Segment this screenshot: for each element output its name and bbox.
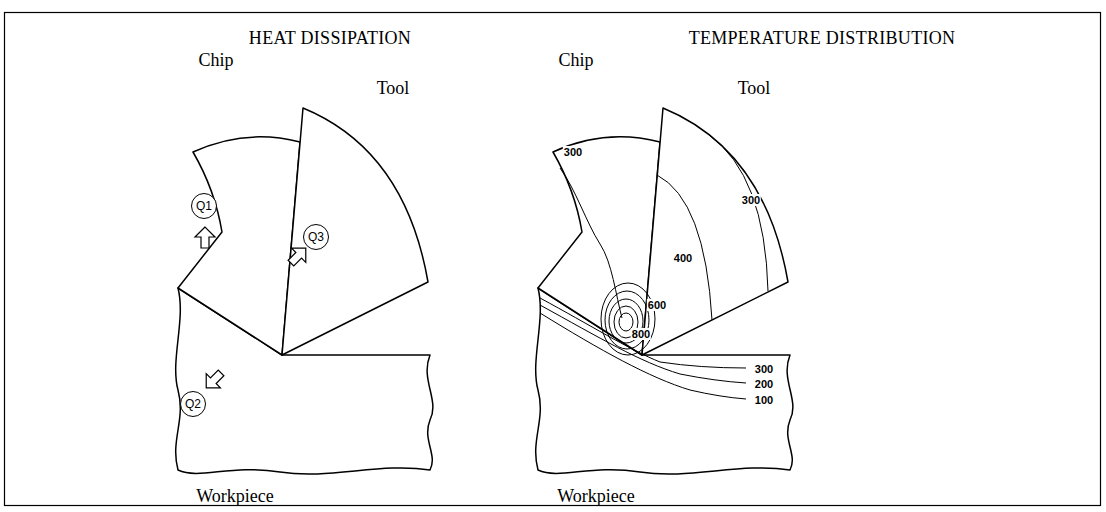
isotherm-value: 800 <box>631 328 651 340</box>
part-name: Chip <box>198 50 233 71</box>
heat-circle: Q2 <box>180 391 206 417</box>
panel-title: HEAT DISSIPATION <box>249 28 411 49</box>
heat-arrow <box>195 227 215 248</box>
part-name: Tool <box>377 78 410 99</box>
part-name: Chip <box>558 50 593 71</box>
heat-arrow <box>199 366 228 395</box>
left-panel <box>176 108 433 474</box>
isotherm-value: 300 <box>563 146 583 158</box>
isotherms <box>540 135 768 399</box>
frame <box>5 13 1101 506</box>
isotherm-value: 100 <box>754 394 774 406</box>
isotherm-value: 300 <box>754 363 774 375</box>
isotherm-value: 600 <box>647 299 667 311</box>
isotherm-value: 300 <box>741 194 761 206</box>
part-name: Workpiece <box>196 486 274 507</box>
isotherm-value: 200 <box>754 378 774 390</box>
heat-label: Q2 <box>185 397 201 411</box>
part-name: Workpiece <box>557 486 635 507</box>
part-name: Tool <box>738 78 771 99</box>
panel-title: TEMPERATURE DISTRIBUTION <box>689 28 956 49</box>
heat-circle: Q1 <box>191 193 217 219</box>
heat-circle: Q3 <box>303 224 329 250</box>
heat-label: Q1 <box>196 199 212 213</box>
isotherm-value: 400 <box>673 252 693 264</box>
right-panel <box>536 108 793 474</box>
heat-label: Q3 <box>308 230 324 244</box>
